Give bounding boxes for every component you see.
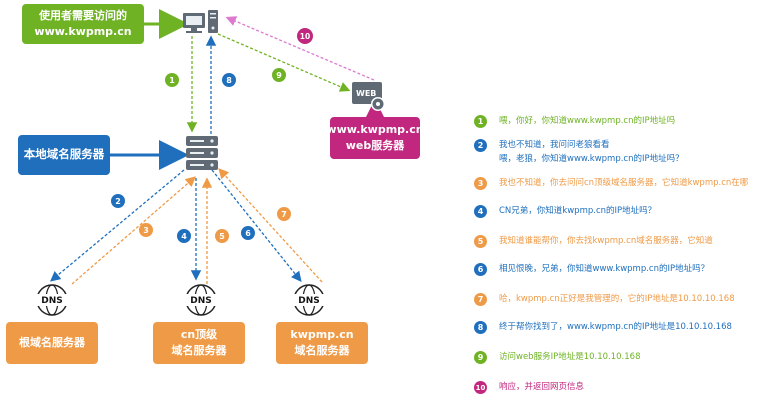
cn-dns-label: DNS	[190, 296, 212, 306]
cn-tld-server-line2: 域名服务器	[171, 344, 227, 357]
root-dns-globe-icon	[36, 284, 68, 316]
svg-text:9: 9	[276, 71, 282, 80]
legend-text: 哈，kwpmp.cn正好是我管理的，它的IP地址是10.10.10.168	[499, 294, 735, 304]
legend-badge: 9	[474, 351, 487, 364]
legend-text: 喂，你好，你知道www.kwpmp.cn的IP地址吗	[499, 116, 676, 126]
web-server-line2: web服务器	[345, 139, 405, 152]
svg-text:8: 8	[226, 76, 232, 85]
legend-text: 终于帮你找到了，www.kwpmp.cn的IP地址是10.10.10.168	[499, 322, 732, 332]
svg-text:7: 7	[281, 210, 287, 219]
kwpmp-dns-label: DNS	[298, 296, 320, 306]
badge-step-10: 10	[297, 28, 313, 44]
legend-badge: 1	[474, 115, 487, 128]
svg-text:1: 1	[169, 76, 175, 85]
web-icon-label: WEB	[356, 89, 376, 98]
legend-item-9: 9 访问web服务IP地址是10.10.10.168	[468, 350, 641, 364]
legend-badge: 8	[474, 321, 487, 334]
legend-item-7: 7 哈，kwpmp.cn正好是我管理的，它的IP地址是10.10.10.168	[468, 292, 735, 306]
legend-text: 相见恨晚，兄弟，你知道www.kwpmp.cn的IP地址吗？	[499, 264, 710, 274]
badge-step-1: 1	[165, 73, 179, 87]
cn-dns-globe-icon	[185, 284, 217, 316]
legend-item-1: 1 喂，你好，你知道www.kwpmp.cn的IP地址吗	[468, 114, 675, 128]
arrow-step-7	[218, 168, 323, 283]
legend-badge: 6	[474, 263, 487, 276]
svg-text:2: 2	[115, 197, 121, 206]
legend-item-10: 10 响应，并返回网页信息	[468, 380, 584, 394]
legend-item-3: 3 我也不知道，你去问问cn顶级域名服务器，它知道kwpmp.cn在哪	[468, 176, 748, 190]
legend-text: 响应，并返回网页信息	[499, 382, 585, 392]
svg-text:10: 10	[300, 32, 310, 41]
arrow-step-2	[50, 169, 185, 282]
web-server-icon	[352, 82, 385, 111]
root-dns-server-label: 根域名服务器	[19, 335, 85, 349]
user-target-line2: www.kwpmp.cn	[34, 25, 132, 38]
svg-text:3: 3	[143, 226, 149, 235]
legend-text: CN兄弟，你知道kwpmp.cn的IP地址吗？	[499, 206, 657, 216]
arrow-step-9	[217, 33, 351, 92]
legend-badge: 3	[474, 177, 487, 190]
svg-text:5: 5	[219, 232, 225, 241]
legend-text: 我知道谁能帮你，你去找kwpmp.cn域名服务器，它知道	[499, 236, 713, 246]
badge-step-6: 6	[241, 226, 255, 240]
legend-badge: 10	[474, 381, 487, 394]
legend-badge: 5	[474, 235, 487, 248]
legend-item-8: 8 终于帮你找到了，www.kwpmp.cn的IP地址是10.10.10.168	[468, 320, 732, 334]
kwpmp-dns-server-box: kwpmp.cn 域名服务器	[276, 322, 368, 364]
user-target-line1: 使用者需要访问的	[39, 8, 127, 22]
arrow-step-10	[225, 16, 375, 81]
badge-step-5: 5	[215, 229, 229, 243]
legend-badge: 7	[474, 293, 487, 306]
badge-step-7: 7	[277, 207, 291, 221]
user-target-box: 使用者需要访问的 www.kwpmp.cn	[22, 4, 144, 44]
legend-item-5: 5 我知道谁能帮你，你去找kwpmp.cn域名服务器，它知道	[468, 234, 713, 248]
root-dns-label: DNS	[41, 296, 63, 306]
badge-step-3: 3	[139, 223, 153, 237]
legend-item-6: 6 相见恨晚，兄弟，你知道www.kwpmp.cn的IP地址吗？	[468, 262, 709, 276]
badge-step-8: 8	[222, 73, 236, 87]
legend-text: 访问web服务IP地址是10.10.10.168	[499, 352, 641, 362]
svg-text:6: 6	[245, 229, 251, 238]
legend-badge: 4	[474, 205, 487, 218]
legend-item-2: 2 我也不知道，我问问老狼看看 喂，老狼，你知道www.kwpmp.cn的IP地…	[468, 138, 684, 166]
legend-text: 我也不知道，我问问老狼看看 喂，老狼，你知道www.kwpmp.cn的IP地址吗…	[499, 140, 684, 164]
kwpmp-dns-globe-icon	[293, 284, 325, 316]
badge-step-9: 9	[272, 68, 286, 82]
cn-tld-server-box: cn顶级 域名服务器	[153, 322, 245, 364]
local-dns-server-box: 本地域名服务器	[18, 135, 110, 175]
svg-text:4: 4	[181, 232, 187, 241]
web-server-line1: www.kwpmp.cn	[326, 122, 424, 136]
legend-badge: 2	[474, 139, 487, 152]
kwpmp-dns-server-line2: 域名服务器	[294, 344, 350, 357]
badge-step-4: 4	[177, 229, 191, 243]
web-server-box: www.kwpmp.cn web服务器	[326, 117, 424, 159]
badge-step-2: 2	[111, 194, 125, 208]
computer-icon	[183, 10, 218, 33]
local-dns-server-label: 本地域名服务器	[23, 147, 105, 162]
root-dns-server-box: 根域名服务器	[6, 322, 98, 364]
cn-tld-server-line1: cn顶级	[180, 327, 218, 341]
legend-text: 我也不知道，你去问问cn顶级域名服务器，它知道kwpmp.cn在哪	[499, 178, 749, 188]
arrow-step-6	[211, 169, 302, 283]
server-icon	[186, 136, 218, 170]
arrow-step-3	[71, 176, 196, 285]
kwpmp-dns-server-line1: kwpmp.cn	[290, 327, 354, 341]
legend-item-4: 4 CN兄弟，你知道kwpmp.cn的IP地址吗？	[468, 204, 656, 218]
